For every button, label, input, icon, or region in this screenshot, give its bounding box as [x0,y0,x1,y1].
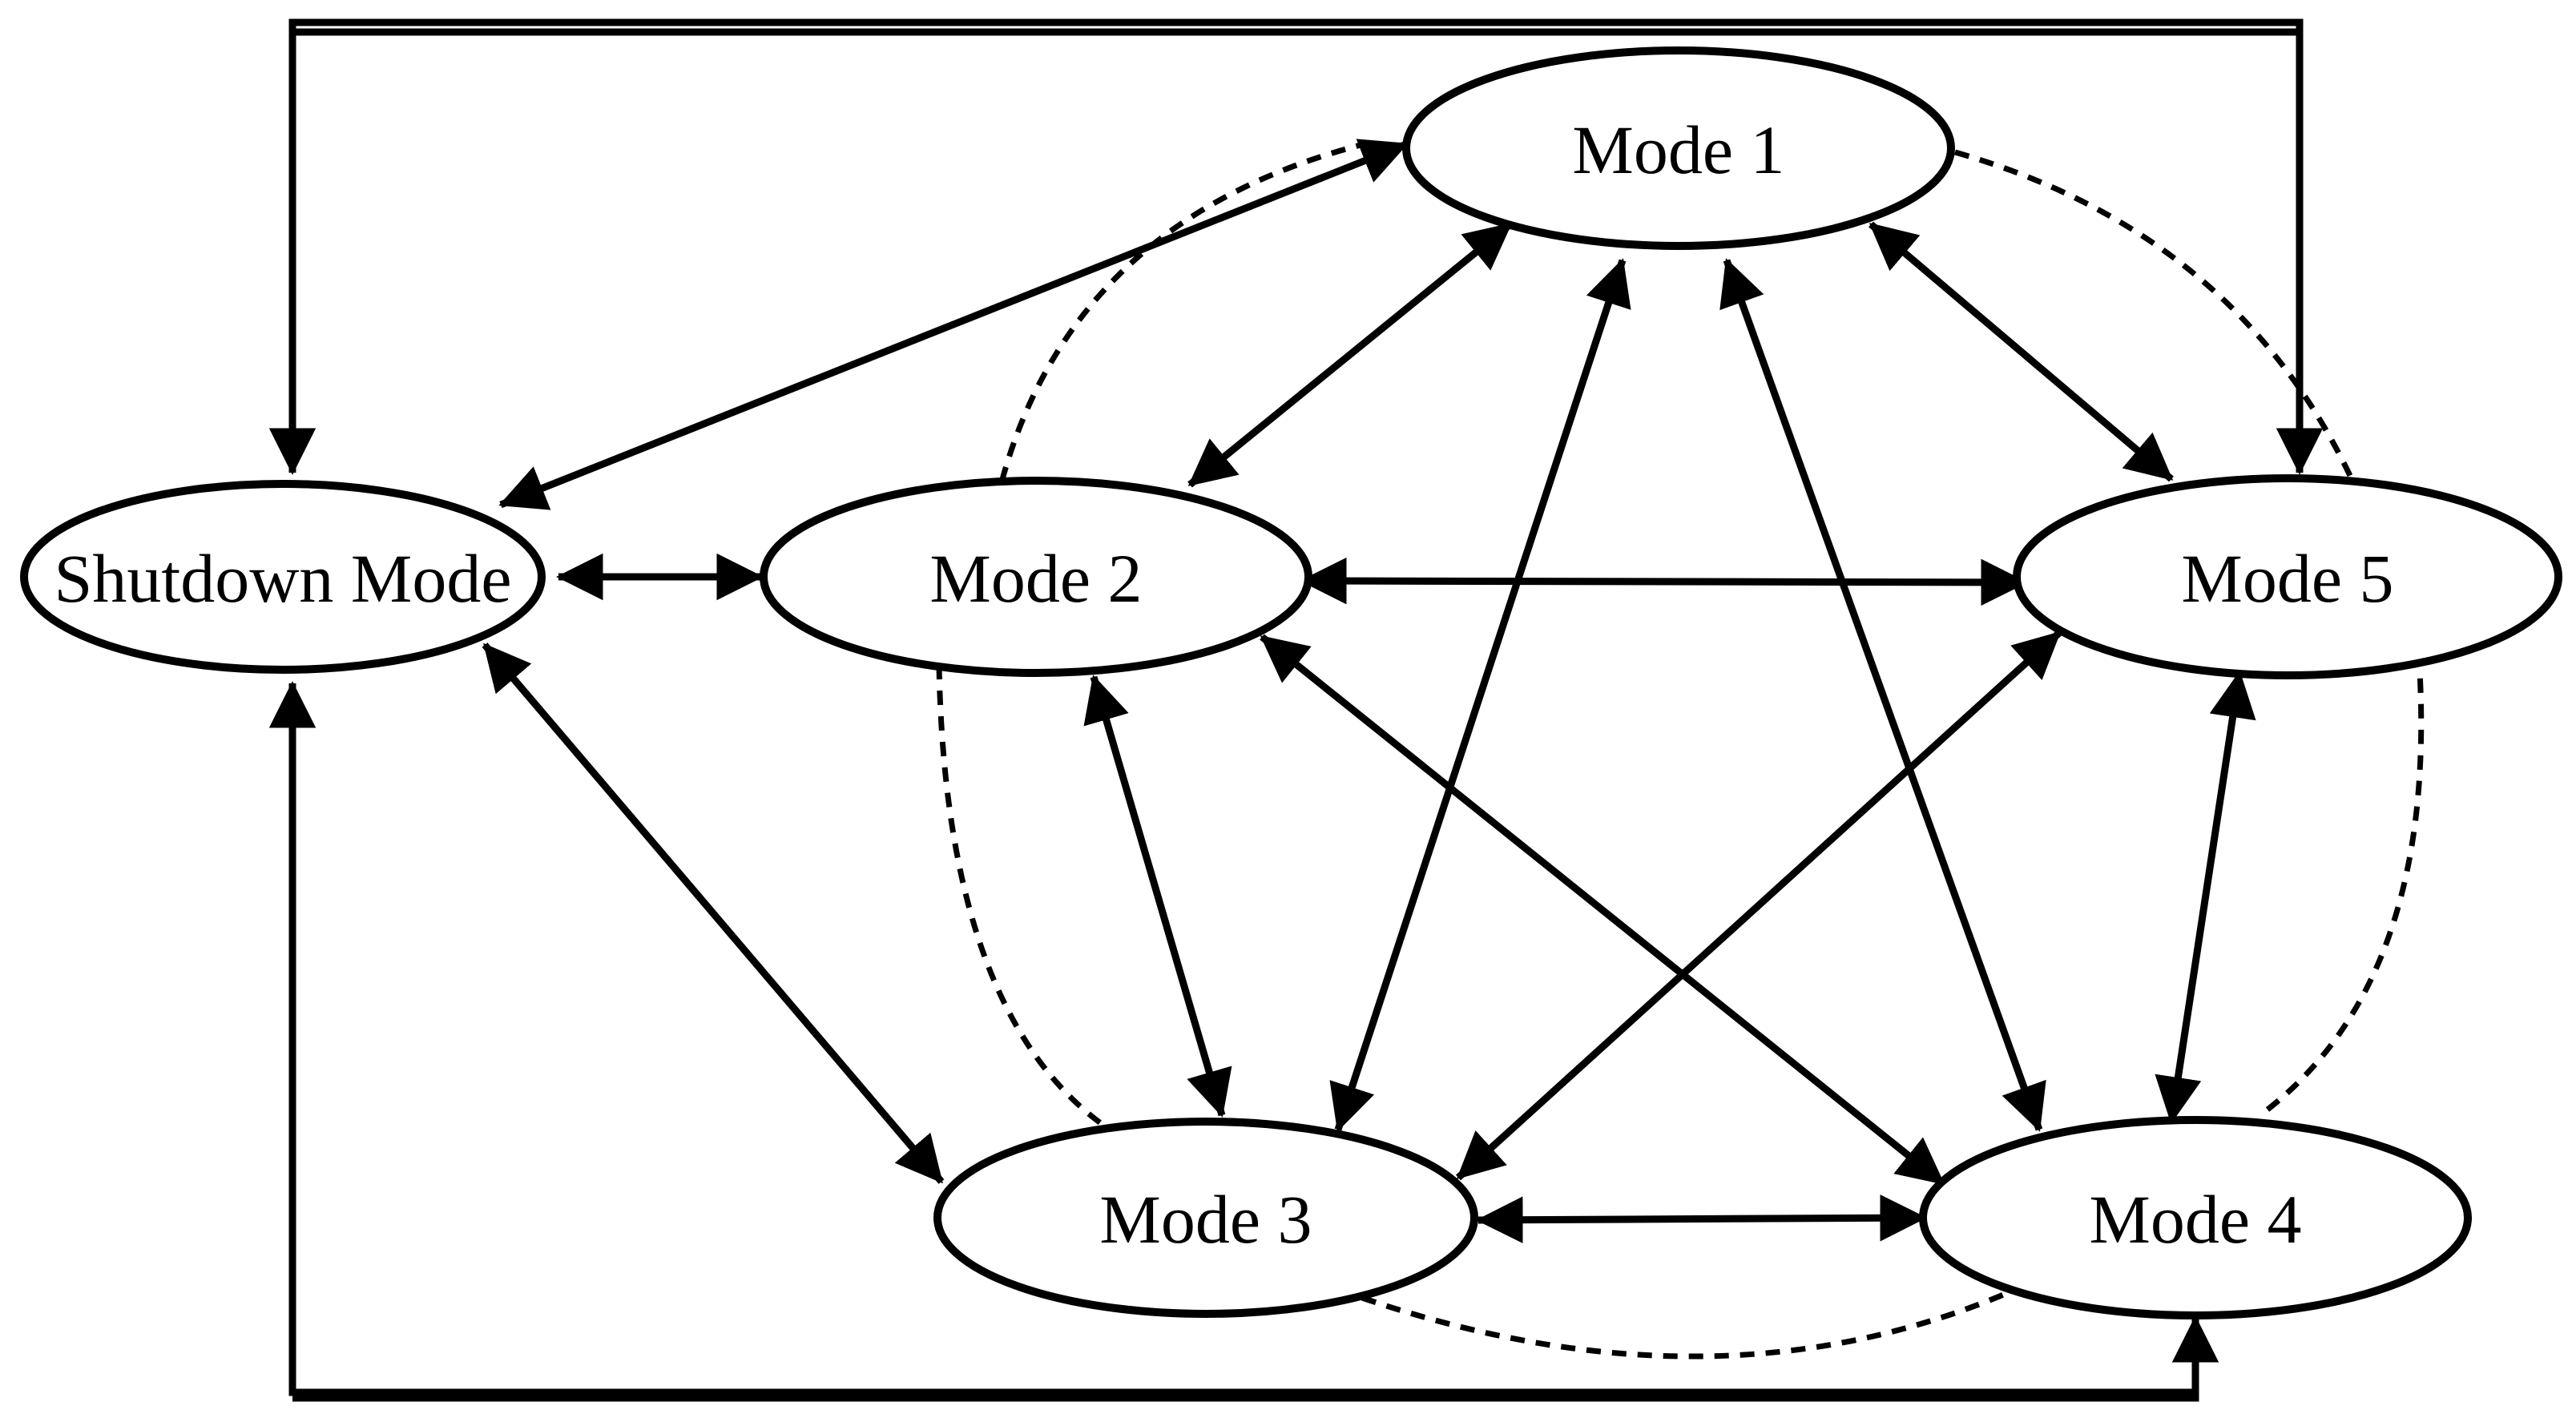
dashed-edge-mode5-mode1 [1954,149,2355,481]
edge-mode2-mode5 [1300,557,2028,606]
dashed-edge-mode2-mode3 [936,664,1111,1132]
edge-mode2-mode3 [1083,675,1232,1118]
node-mode-2: Mode 2 [760,477,1312,677]
node-mode-1: Mode 1 [1402,46,1955,250]
dashed-edge-mode3-mode4 [1361,1288,2013,1360]
node-mode1-label: Mode 1 [1572,111,1784,188]
edge-mode1-mode2 [1187,221,1513,488]
node-mode1-ellipse [1402,46,1955,250]
edge-mode5-to-shutdown [268,18,2304,475]
dashed-edge-mode1-mode2 [998,139,1371,483]
node-mode2-label: Mode 2 [929,540,1142,617]
edge-mode2-mode4 [1260,634,1945,1186]
node-shutdown-ellipse [20,480,546,674]
node-shutdown-label: Shutdown Mode [54,540,512,617]
edge-mode4-mode5 [2155,671,2256,1124]
edge-shutdown-mode3 [482,643,945,1184]
node-mode3-ellipse [933,1118,1478,1318]
node-mode4-label: Mode 4 [2089,1181,2301,1258]
edge-mode1-shutdown [498,139,1409,510]
node-mode2-ellipse [760,477,1312,677]
node-mode5-label: Mode 5 [2181,540,2393,617]
node-shutdown-mode: Shutdown Mode [20,480,546,674]
node-mode-5: Mode 5 [2013,474,2562,679]
node-mode4-ellipse [1919,1116,2472,1319]
node-mode5-ellipse [2013,474,2562,679]
edge-shutdown-to-mode4 [292,1315,2219,1402]
edge-mode3-mode4 [1476,1194,1927,1243]
edge-mode1-mode5 [1869,221,2174,482]
edge-mode3-mode5 [1455,630,2062,1181]
node-mode3-label: Mode 3 [1099,1181,1312,1258]
edge-shutdown-to-mode5 [292,28,2324,475]
dashed-edge-mode4-mode5 [2265,671,2425,1112]
node-mode-3: Mode 3 [933,1118,1478,1318]
node-mode-4: Mode 4 [1919,1116,2472,1319]
edge-mode4-to-shutdown [268,681,2195,1396]
edge-mode1-mode3 [1329,258,1631,1132]
